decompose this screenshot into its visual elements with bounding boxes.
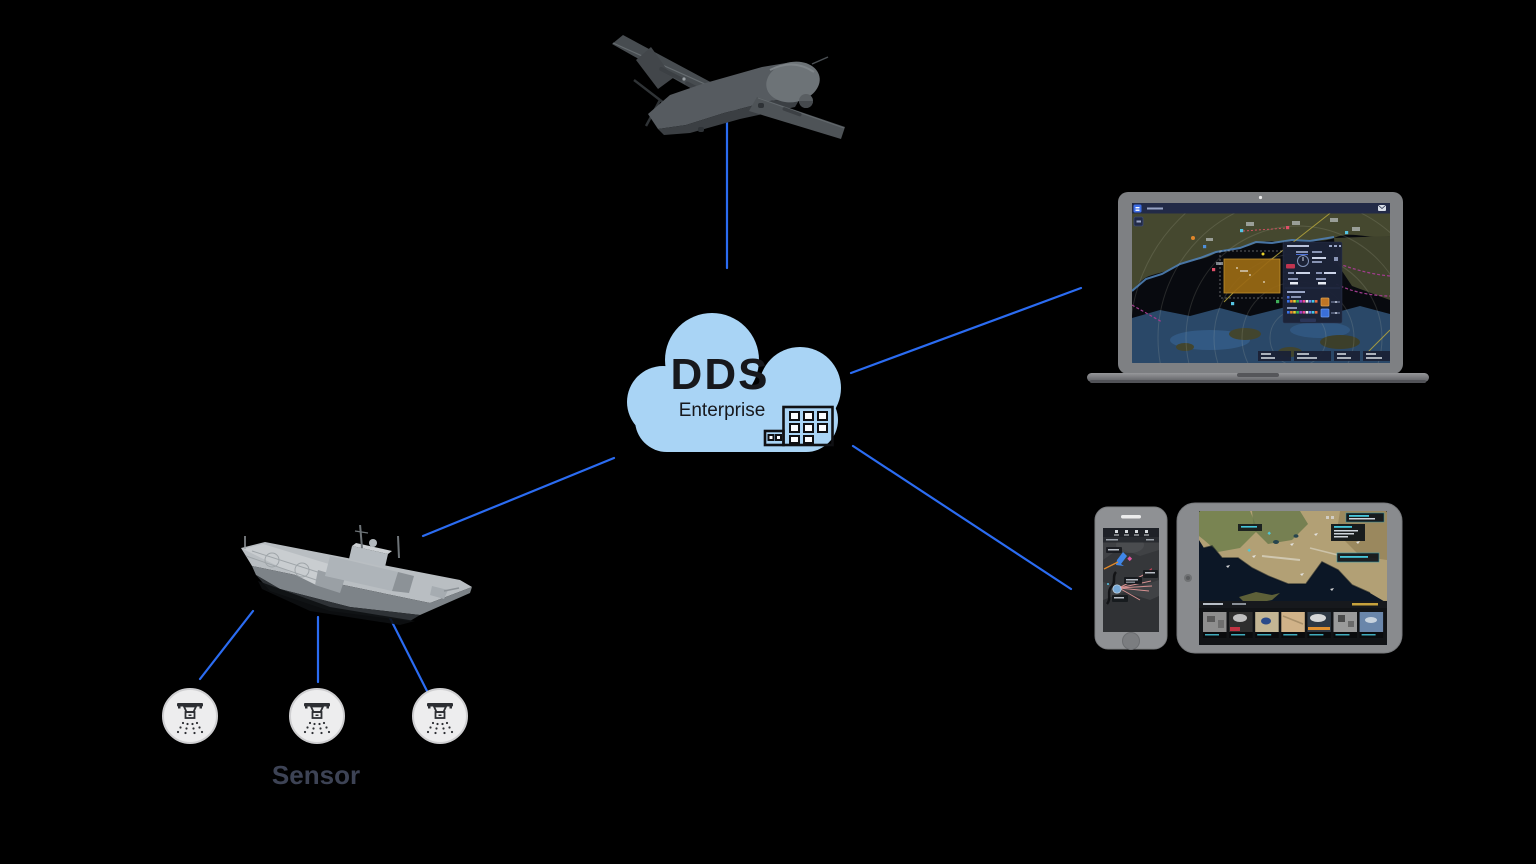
ship-body	[241, 525, 472, 625]
track-symbols	[1191, 218, 1360, 306]
track-detail-panel	[1282, 241, 1343, 324]
webcam-dot	[1258, 195, 1263, 200]
sensor-head-icon	[426, 703, 454, 735]
tablet-satellite-map-image	[1176, 502, 1403, 654]
aircraft-symbol	[1116, 552, 1127, 566]
mission-area-rect	[1223, 258, 1281, 294]
sensor-node-2	[289, 688, 345, 744]
cloud-shape	[627, 313, 841, 452]
dds-cloud	[627, 313, 841, 452]
enterprise-building-icon	[763, 405, 834, 447]
laptop-screen-map	[1132, 203, 1390, 363]
cloud-title: DDS	[670, 350, 770, 399]
ownship-symbol	[1112, 584, 1122, 594]
laptop-base	[1087, 373, 1429, 383]
aircraft-markers	[1226, 525, 1360, 591]
sensor-node-1	[162, 688, 218, 744]
link-ship-sensor1	[198, 609, 255, 681]
app-top-bar	[1132, 203, 1390, 214]
tablet-screen-map	[1199, 511, 1387, 645]
link-cloud-laptop	[849, 286, 1083, 375]
cloud-subtitle: Enterprise	[678, 400, 766, 421]
phone-screen-map	[1103, 528, 1159, 632]
sensor-head-icon	[303, 703, 331, 735]
phone-speaker	[1121, 515, 1141, 519]
image-thumbnails	[1203, 612, 1384, 638]
sensor-head-icon	[176, 703, 204, 735]
menu-button	[1133, 204, 1142, 213]
link-cloud-tablet	[851, 444, 1073, 591]
drone-body	[612, 35, 845, 139]
cyprus-island	[1239, 592, 1280, 603]
laptop-lid	[1087, 192, 1429, 383]
naval-ship-image	[241, 525, 472, 625]
link-ship-cloud	[421, 456, 616, 538]
status-readouts	[1258, 351, 1390, 361]
sensor-group-label: Sensor	[271, 760, 361, 790]
uav-drone-image	[612, 35, 845, 139]
laptop-tactical-map-image	[1087, 192, 1429, 383]
home-button	[1122, 632, 1140, 650]
link-ship-sensor3	[387, 614, 429, 693]
sensor-node-3	[412, 688, 468, 744]
sensor-group	[162, 688, 468, 744]
phone-map-app-image	[1094, 506, 1168, 650]
